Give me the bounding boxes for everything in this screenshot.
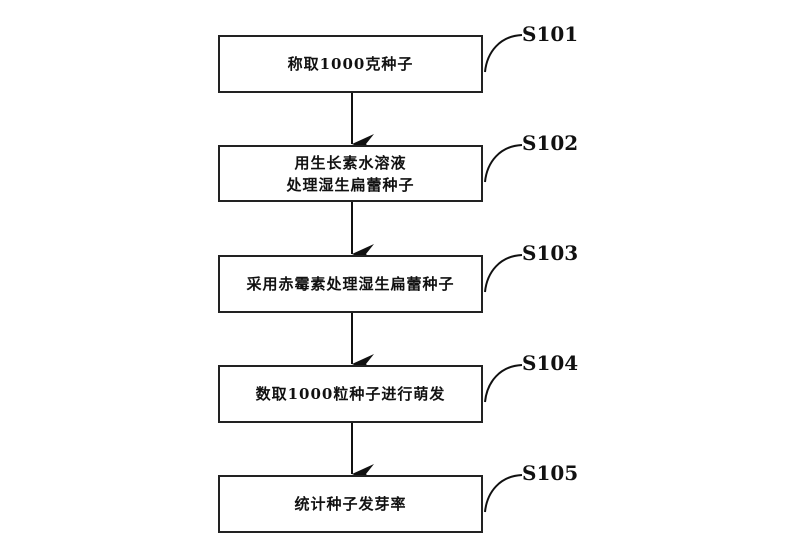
leader-s101 [484, 34, 523, 73]
step-label-s101: S101 [522, 22, 579, 46]
step-text: 数取1000粒种子进行萌发 [255, 385, 446, 403]
step-label-s103: S103 [522, 241, 579, 265]
step-box-s103: 采用赤霉素处理湿生扁蕾种子 [218, 255, 483, 313]
step-box-s101: 称取1000克种子 [218, 35, 483, 93]
step-text-line-2: 处理湿生扁蕾种子 [286, 175, 415, 194]
step-text: 称取1000克种子 [287, 55, 414, 73]
step-text-line-1: 用生长素水溶液 [294, 153, 407, 172]
step-label-s102: S102 [522, 131, 579, 155]
step-label-s104: S104 [522, 351, 579, 375]
leader-s104 [484, 364, 523, 403]
step-box-s105: 统计种子发芽率 [218, 475, 483, 533]
leader-s103 [484, 254, 523, 293]
step-box-s102: 用生长素水溶液 处理湿生扁蕾种子 [218, 145, 483, 202]
leader-s105 [484, 474, 523, 513]
step-box-s104: 数取1000粒种子进行萌发 [218, 365, 483, 423]
step-label-s105: S105 [522, 461, 579, 485]
step-text: 统计种子发芽率 [294, 495, 407, 513]
leader-s102 [484, 144, 523, 183]
step-text: 采用赤霉素处理湿生扁蕾种子 [246, 275, 455, 293]
